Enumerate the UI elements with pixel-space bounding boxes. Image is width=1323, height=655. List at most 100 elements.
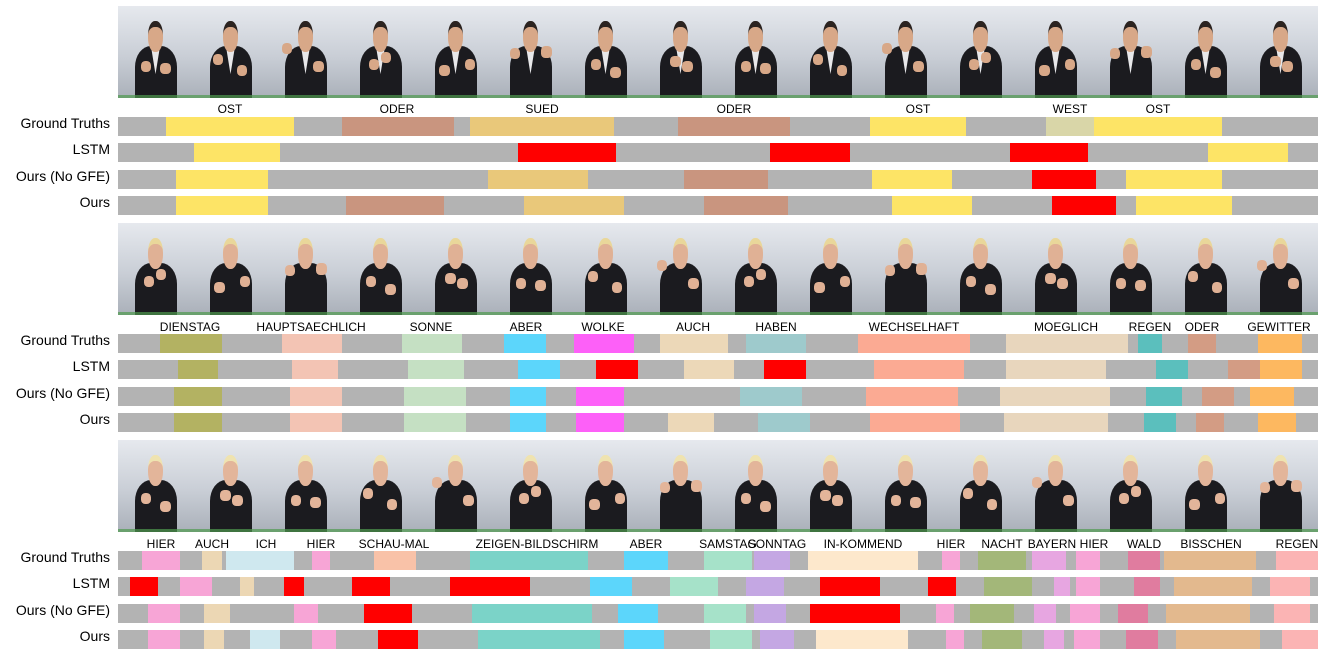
signer-hand: [365, 276, 376, 288]
gloss-segment: [142, 551, 180, 570]
video-frame: [268, 223, 343, 315]
signer-hand: [155, 269, 166, 281]
signer-head: [523, 237, 538, 270]
signer-hand: [1063, 495, 1074, 507]
video-frame: [268, 440, 343, 532]
gloss-segment: [816, 630, 908, 649]
signer-head: [448, 454, 463, 487]
gloss-label: REGEN: [1275, 537, 1319, 551]
gloss-segment: [176, 170, 268, 189]
gloss-segment: [1260, 360, 1302, 379]
signer-hand: [281, 42, 292, 54]
video-frame: [1093, 223, 1168, 315]
signer-hand: [1135, 280, 1146, 292]
signer-body: [1034, 263, 1077, 315]
gloss-label: HABEN: [755, 320, 797, 334]
gloss-segment: [704, 604, 746, 623]
video-frame: [1243, 223, 1318, 315]
gloss-segment: [294, 604, 318, 623]
signer-body: [209, 480, 252, 532]
signer-body: [884, 480, 927, 532]
signer-hand: [386, 498, 397, 510]
signer-head: [823, 20, 838, 53]
signer-hand: [1282, 61, 1293, 73]
signer-hand: [368, 59, 379, 71]
gloss-segment: [470, 117, 614, 136]
gloss-segment: [174, 387, 222, 406]
signer-hand: [1288, 278, 1299, 290]
signer-hand: [1214, 493, 1225, 505]
gloss-segment: [312, 630, 336, 649]
video-frame: [418, 440, 493, 532]
signer-hand: [463, 495, 474, 507]
gloss-label: ODER: [716, 102, 752, 116]
signer-hand: [611, 281, 622, 293]
gloss-segment: [1006, 334, 1128, 353]
gloss-segment: [240, 577, 254, 596]
signer-hand: [239, 276, 250, 288]
signer-hand: [362, 487, 373, 499]
gloss-segment: [1176, 630, 1260, 649]
video-frame: [793, 6, 868, 98]
video-frame: [943, 440, 1018, 532]
gloss-segment: [204, 630, 224, 649]
signer-head: [1198, 237, 1213, 270]
signer-hand: [313, 61, 324, 73]
video-frame: [493, 223, 568, 315]
video-frame: [568, 6, 643, 98]
video-frame: [1243, 6, 1318, 98]
signer-hand: [968, 59, 979, 71]
alignment-track: [118, 604, 1318, 623]
signer-hand: [814, 281, 825, 293]
error-segment: [764, 360, 806, 379]
gloss-segment: [872, 170, 952, 189]
gloss-label: BAYERN: [1027, 537, 1077, 551]
row-label: Ground Truths: [20, 549, 111, 565]
gloss-segment: [174, 413, 222, 432]
alignment-track: [118, 577, 1318, 596]
alignment-track: [118, 196, 1318, 215]
alignment-track: [118, 630, 1318, 649]
signer-head: [1048, 20, 1063, 53]
video-frame: [343, 6, 418, 98]
gloss-segment: [1034, 604, 1056, 623]
gloss-segment: [282, 334, 342, 353]
signer-head: [373, 454, 388, 487]
gloss-segment: [1000, 387, 1110, 406]
video-frame: [1168, 440, 1243, 532]
signer-head: [298, 237, 313, 270]
signer-hand: [1190, 59, 1201, 71]
gloss-segment: [870, 413, 960, 432]
signer-hand: [380, 52, 391, 64]
signer-head: [1273, 237, 1288, 270]
signer-head: [223, 237, 238, 270]
signer-hand: [1189, 498, 1200, 510]
signer-hand: [962, 487, 973, 499]
gloss-segment: [1166, 604, 1250, 623]
video-frame: [568, 440, 643, 532]
gloss-segment: [576, 387, 624, 406]
gloss-segment: [178, 360, 218, 379]
gloss-segment: [1118, 604, 1148, 623]
gloss-segment: [936, 604, 954, 623]
gloss-segment: [1076, 551, 1100, 570]
gloss-segment: [970, 604, 1014, 623]
row-label: Ground Truths: [20, 332, 111, 348]
alignment-track: [118, 387, 1318, 406]
signer-head: [1198, 20, 1213, 53]
gloss-segment: [1144, 413, 1176, 432]
signer-hand: [290, 495, 301, 507]
signer-head: [223, 20, 238, 53]
gloss-segment: [1046, 117, 1094, 136]
gloss-segment: [408, 360, 464, 379]
row-label: Ours: [79, 194, 110, 210]
video-frame: [1093, 6, 1168, 98]
signer-head: [598, 237, 613, 270]
signer-hand: [1115, 278, 1126, 290]
signer-body: [284, 480, 327, 532]
gloss-label: OST: [1145, 102, 1171, 116]
signer-hand: [836, 64, 847, 76]
signer-hand: [1291, 480, 1302, 492]
signer-head: [1048, 454, 1063, 487]
signer-hand: [812, 53, 823, 65]
